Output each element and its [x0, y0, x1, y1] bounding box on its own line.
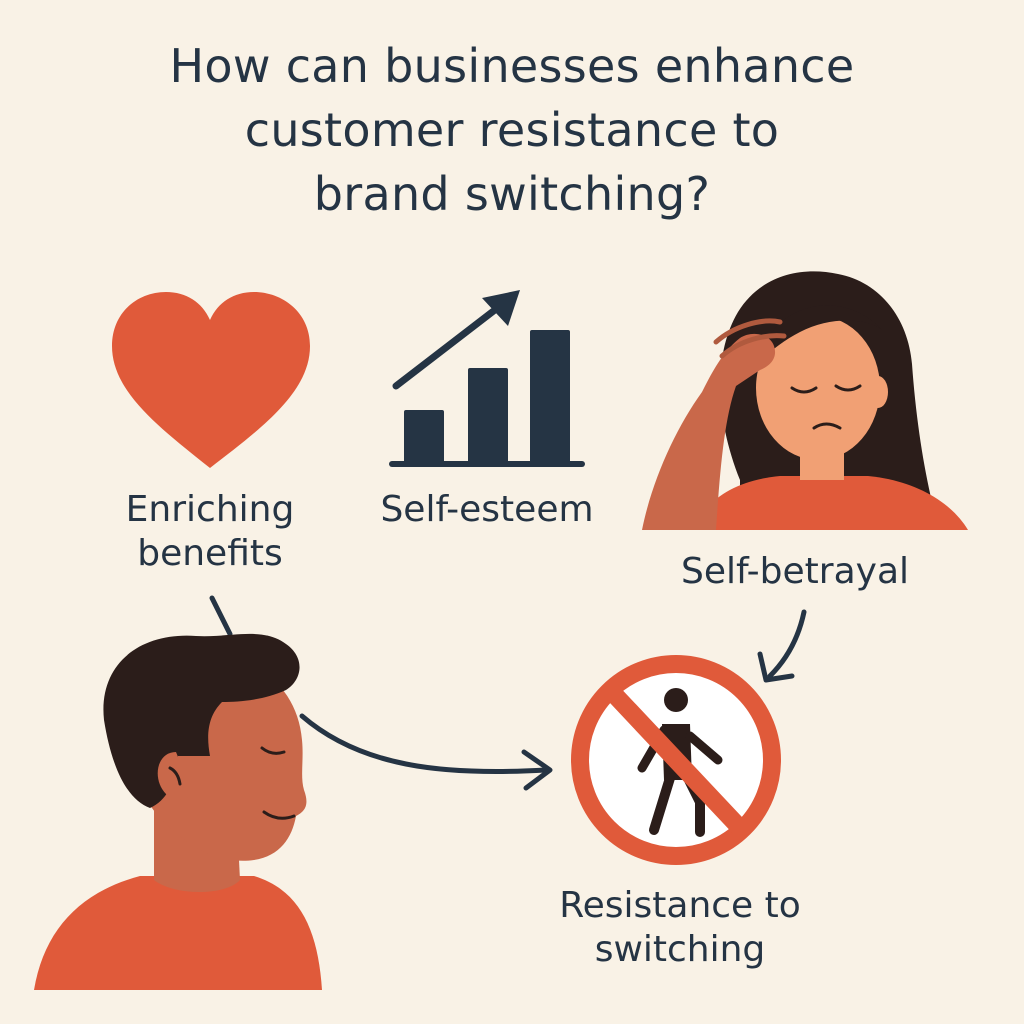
resistance-line-1: Resistance to	[559, 885, 801, 926]
label-enriching-benefits: Enriching benefits	[100, 488, 320, 576]
label-self-betrayal: Self-betrayal	[640, 550, 950, 594]
rising-bar-chart-icon	[389, 290, 585, 467]
no-walking-sign-icon	[571, 655, 781, 865]
enriching-benefits-line-1: Enriching	[125, 489, 295, 530]
self-esteem-text: Self-esteem	[380, 489, 594, 530]
label-resistance-to-switching: Resistance to switching	[520, 884, 840, 972]
resistance-line-2: switching	[594, 929, 766, 970]
distressed-woman-illustration	[642, 271, 968, 530]
title-line-1: How can businesses enhance	[169, 39, 855, 93]
label-self-esteem: Self-esteem	[352, 488, 622, 532]
arrow-customer-to-resistance	[299, 713, 553, 791]
title-line-3: brand switching?	[313, 167, 711, 221]
title-line-2: customer resistance to	[244, 103, 780, 157]
page-title: How can businesses enhance customer resi…	[32, 34, 992, 226]
self-betrayal-text: Self-betrayal	[680, 551, 910, 592]
arrow-betrayal-to-resistance	[757, 609, 807, 683]
enriching-benefits-line-2: benefits	[137, 533, 283, 574]
content-man-illustration	[34, 633, 322, 990]
heart-icon	[112, 292, 310, 468]
connector-benefits-to-customer	[209, 595, 233, 637]
